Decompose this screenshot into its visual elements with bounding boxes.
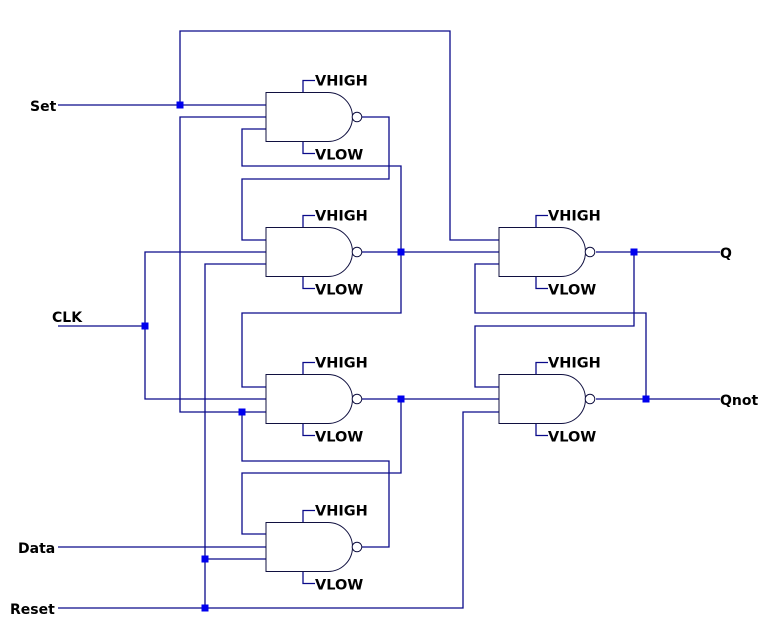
wire-nand1-in3 <box>241 128 402 388</box>
vlow-pin <box>302 276 315 290</box>
io-labels: Set CLK Data Reset Q Qnot <box>10 99 758 618</box>
nand-body <box>265 227 353 277</box>
nand-gate-4: VHIGH VLOW <box>265 504 368 594</box>
wire-nand1-in2 <box>179 116 266 413</box>
vlow-label: VLOW <box>548 430 596 446</box>
label-data: Data <box>18 541 55 557</box>
gates: VHIGHVLOWVHIGHVLOWVHIGHVLOWVHIGHVLOWVHIG… <box>265 74 601 594</box>
vlow-label: VLOW <box>315 283 363 299</box>
nand-gate-5: VHIGH VLOW <box>498 209 601 299</box>
vlow-label: VLOW <box>315 148 363 164</box>
vhigh-pin <box>302 509 315 523</box>
nand-gate-6: VHIGH VLOW <box>498 356 601 446</box>
vlow-pin <box>302 571 315 585</box>
vlow-label: VLOW <box>315 430 363 446</box>
nand-gate-2: VHIGH VLOW <box>265 209 368 299</box>
vhigh-label: VHIGH <box>315 74 368 90</box>
vhigh-label: VHIGH <box>548 209 601 225</box>
wire-nand3-fb <box>241 399 402 535</box>
vlow-label: VLOW <box>315 578 363 594</box>
vlow-label: VLOW <box>548 283 596 299</box>
vlow-pin <box>535 423 548 437</box>
junction-nand2-out <box>397 248 405 256</box>
wire-reset <box>58 411 499 609</box>
wire-set-to-nand5 <box>179 30 499 241</box>
vhigh-pin <box>535 214 548 228</box>
vhigh-pin <box>302 214 315 228</box>
nand-body <box>498 374 586 424</box>
vhigh-label: VHIGH <box>315 209 368 225</box>
wire-nand2-in3 <box>204 263 266 608</box>
inversion-bubble <box>351 246 363 258</box>
junctions <box>141 101 650 612</box>
junction-q <box>630 248 638 256</box>
inversion-bubble <box>351 541 363 553</box>
nand-body <box>265 92 353 142</box>
junction-qnot <box>642 395 650 403</box>
junction-nand3-out <box>397 395 405 403</box>
label-set: Set <box>30 99 57 115</box>
inversion-bubble <box>584 246 596 258</box>
nand-body <box>265 522 353 572</box>
vhigh-pin <box>302 361 315 375</box>
nand-gate-1: VHIGH VLOW <box>265 74 368 164</box>
junction-reset <box>201 604 209 612</box>
vlow-pin <box>302 141 315 155</box>
inversion-bubble <box>584 393 596 405</box>
inversion-bubble <box>351 393 363 405</box>
wire-nand3-in3-loop <box>241 412 390 548</box>
vhigh-pin <box>302 79 315 93</box>
label-q: Q <box>720 246 732 262</box>
vhigh-label: VHIGH <box>315 356 368 372</box>
vhigh-label: VHIGH <box>548 356 601 372</box>
junction-nand4-in3 <box>201 555 209 563</box>
nand-gate-3: VHIGH VLOW <box>265 356 368 446</box>
nand-body <box>265 374 353 424</box>
label-qnot: Qnot <box>720 393 758 409</box>
wire-nand6-in1 <box>474 252 635 388</box>
vlow-pin <box>535 276 548 290</box>
wire-nand5-in3 <box>474 263 647 399</box>
vlow-pin <box>302 423 315 437</box>
vhigh-label: VHIGH <box>315 504 368 520</box>
label-reset: Reset <box>10 602 55 618</box>
inversion-bubble <box>351 111 363 123</box>
junction-clk <box>141 322 149 330</box>
junction-set <box>176 101 184 109</box>
wire-nand1-out <box>241 116 390 241</box>
label-clk: CLK <box>52 310 83 326</box>
nand-body <box>498 227 586 277</box>
junction-nand3-in3 <box>238 408 246 416</box>
wires <box>58 30 720 609</box>
vhigh-pin <box>535 361 548 375</box>
